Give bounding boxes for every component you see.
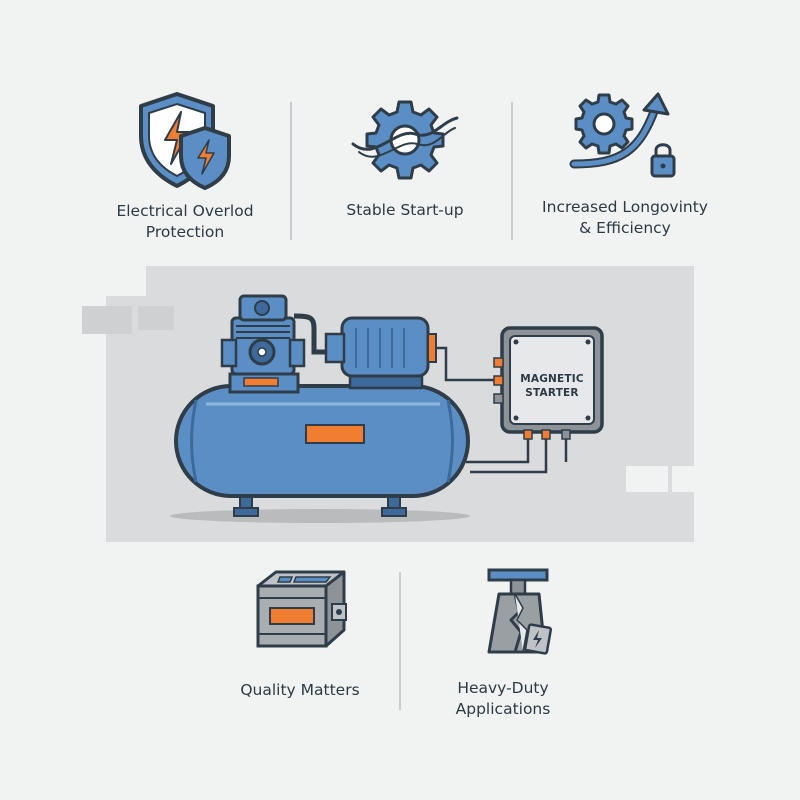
feature-label-line: Heavy-Duty [457,679,549,697]
divider [290,102,292,240]
scene-block [626,466,668,492]
feature-label-line: Protection [145,223,225,241]
feature-increased-longevity-efficiency: Increased Longovinty & Efficiency [520,88,730,239]
scene-panel-notch [106,296,166,542]
scene-block [82,306,132,334]
motor-base [348,374,424,390]
starter-label-line: MAGNETIC [520,373,584,385]
feature-stable-start-up: Stable Start-up [320,88,490,221]
gear-growth-lock-icon [520,88,730,188]
scene-block [672,466,714,492]
press-machine-icon [418,560,588,666]
tank-foot [233,507,259,517]
divider [511,102,513,240]
feature-electrical-overload-protection: Electrical Overlod Protection [95,88,275,243]
module-box-icon [215,560,385,660]
feature-label-line: Quality Matters [240,681,360,699]
ground-shadow [170,509,470,523]
feature-label-line: Stable Start-up [346,201,464,219]
tank-label-plate [305,424,365,444]
magnetic-starter-label: MAGNETIC STARTER [507,372,597,400]
starter-label-line: STARTER [525,387,579,399]
feature-label-line: Electrical Overlod [116,202,254,220]
tank-foot [381,507,407,517]
scene-block [138,306,174,330]
motor-body [340,316,430,378]
feature-quality-matters: Quality Matters [215,560,385,701]
feature-heavy-duty-applications: Heavy-Duty Applications [418,560,588,720]
feature-label-line: Applications [455,700,551,718]
shield-lightning-icon [95,88,275,193]
feature-label-line: & Efficiency [579,219,671,237]
feature-label-line: Increased Longovinty [542,198,708,216]
divider [399,572,401,710]
gear-swirl-icon [320,88,490,188]
